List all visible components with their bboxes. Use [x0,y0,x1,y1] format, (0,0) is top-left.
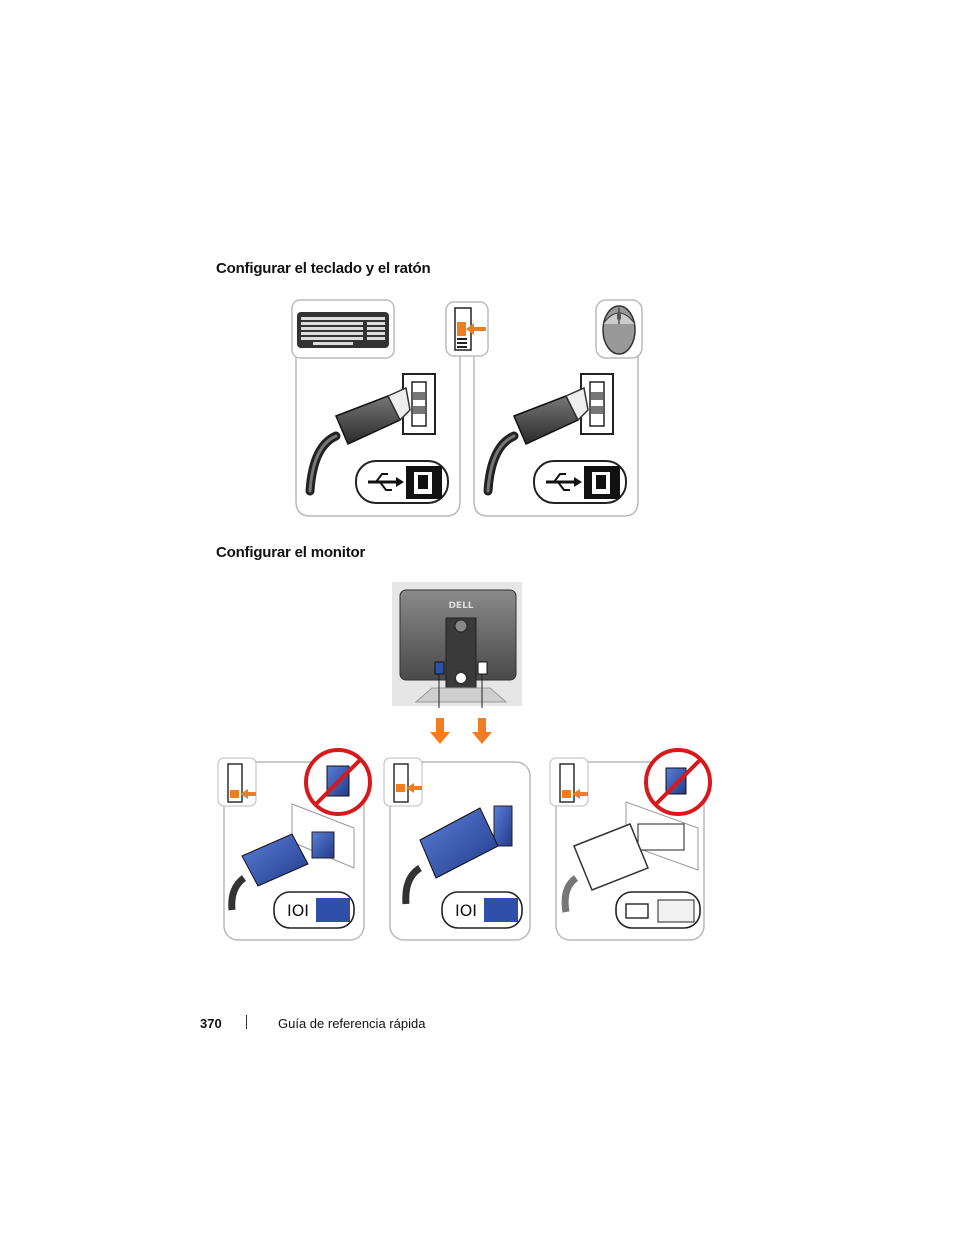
mouse-panel [473,299,643,517]
dvi-icon [615,891,701,929]
monitor-back: DELL [392,582,522,708]
vga-icon: IOI [441,891,523,929]
svg-text:IOI: IOI [287,901,309,920]
section-title-monitor: Configurar el monitor [216,544,366,561]
vga-panel-alt: IOI [383,757,531,941]
dvi-panel [549,748,712,941]
section-title-keyboard-mouse: Configurar el teclado y el ratón [216,260,431,277]
keyboard-panel [291,299,461,517]
prohibited-icon [644,748,712,816]
vga-icon: IOI [273,891,355,929]
footer-separator [246,1015,247,1029]
keyboard-icon [297,312,389,348]
arrow-icon [430,718,450,744]
footer-title: Guía de referencia rápida [278,1016,426,1031]
usb-icon [355,460,449,504]
page-number: 370 [200,1016,222,1031]
arrow-icon [472,718,492,744]
usb-plug [483,373,614,496]
arrow-icon [466,323,486,335]
brand-logo: DELL [448,601,473,611]
mouse-icon [602,305,636,355]
keyboard-mouse-illustration [291,299,643,517]
rear-usb-port-indicator [445,301,489,357]
usb-plug [305,373,436,496]
prohibited-icon [304,748,372,816]
vga-panel: IOI [217,748,372,941]
svg-text:IOI: IOI [455,901,477,920]
usb-icon [533,460,627,504]
monitor-illustration: DELL IOI [217,582,712,941]
